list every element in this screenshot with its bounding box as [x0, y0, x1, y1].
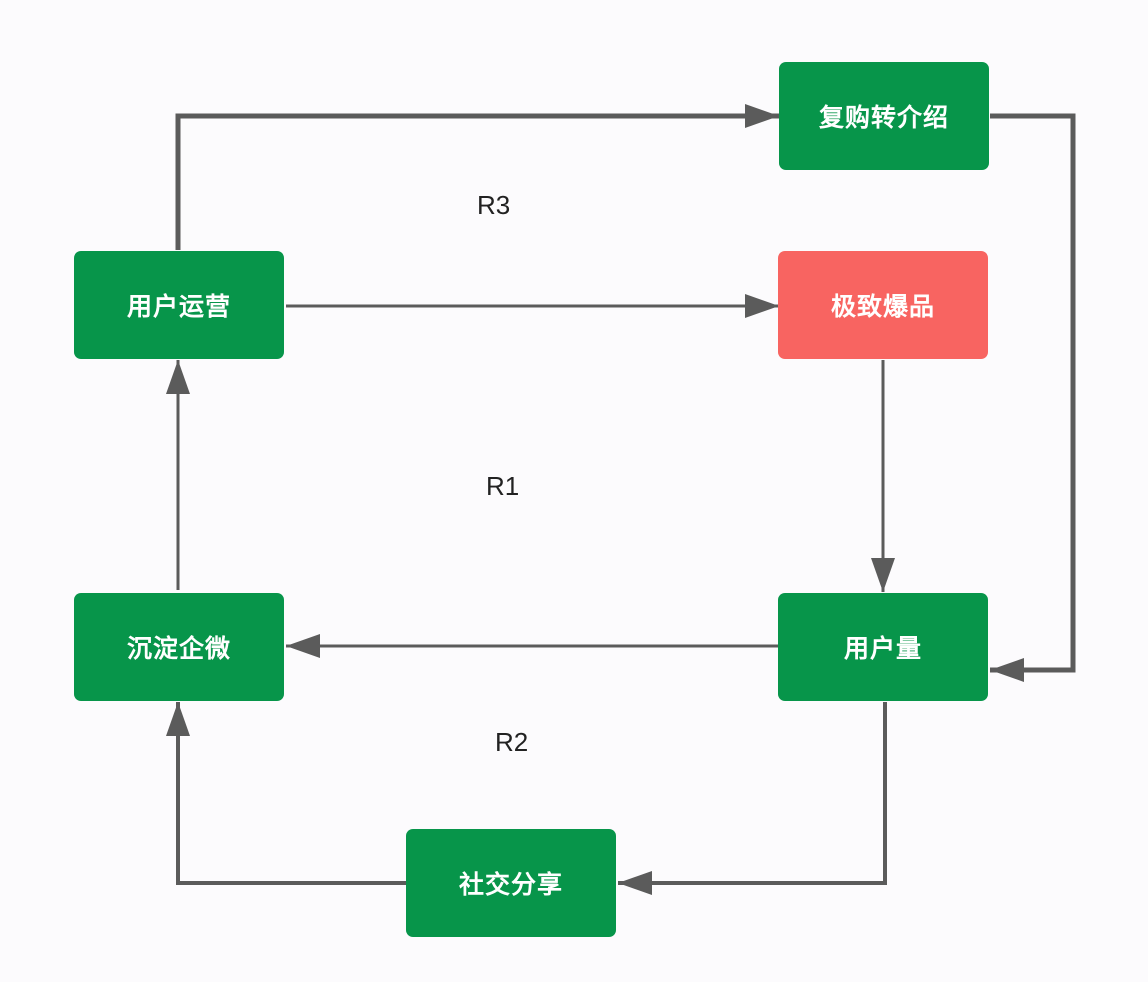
node-social-share-label: 社交分享 — [458, 870, 563, 899]
node-wecom-label: 沉淀企微 — [126, 634, 231, 663]
node-wecom: 沉淀企微 — [74, 593, 284, 701]
loop-label-r1: R1 — [486, 471, 520, 501]
node-operations: 用户运营 — [74, 251, 284, 359]
node-user-count-label: 用户量 — [843, 634, 922, 663]
arrow-repurchase-to-user-count — [990, 113, 1076, 682]
arrow-operations-to-repurchase — [175, 104, 779, 250]
node-operations-label: 用户运营 — [126, 292, 231, 321]
loop-label-r3: R3 — [477, 190, 511, 220]
loop-label-r2: R2 — [495, 727, 529, 757]
node-hit-product: 极致爆品 — [778, 251, 988, 359]
arrow-user-count-to-social-share — [618, 702, 887, 895]
arrow-social-share-to-wecom — [166, 702, 406, 885]
node-repurchase-label: 复购转介绍 — [818, 103, 949, 132]
node-hit-product-label: 极致爆品 — [830, 292, 935, 321]
node-repurchase: 复购转介绍 — [779, 62, 989, 170]
node-social-share: 社交分享 — [406, 829, 616, 937]
node-user-count: 用户量 — [778, 593, 988, 701]
